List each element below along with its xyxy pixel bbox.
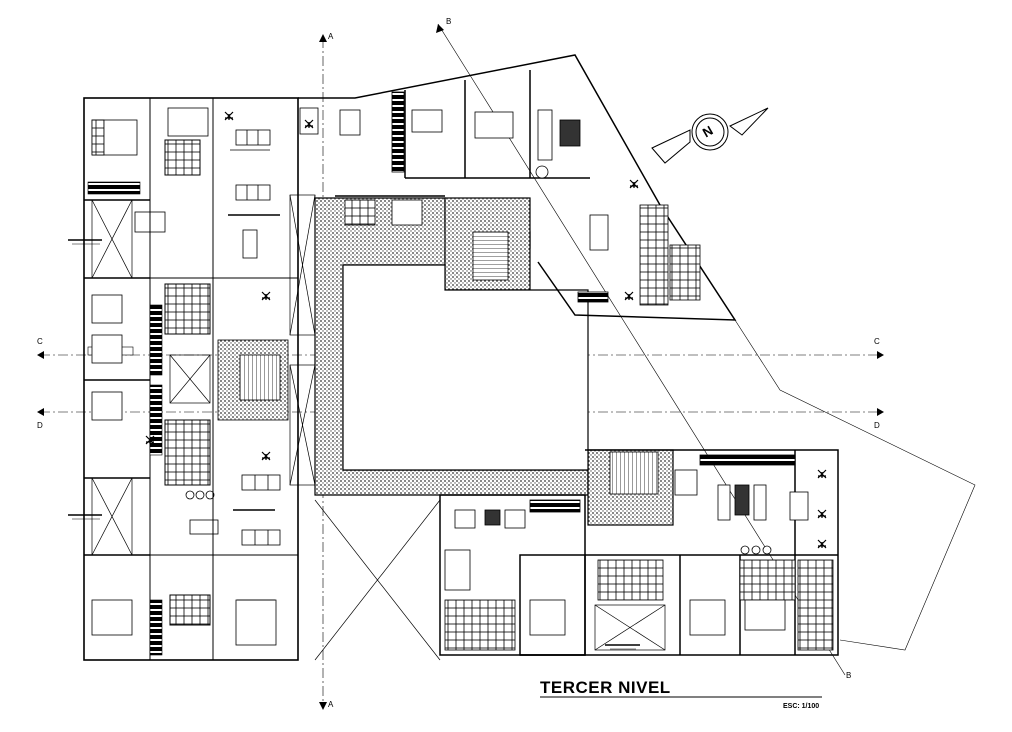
section-marker-b-bottom: B bbox=[846, 671, 852, 680]
stairs-corridor bbox=[472, 231, 659, 495]
tiled-rooms-left bbox=[164, 139, 211, 626]
beds-left bbox=[91, 107, 277, 646]
section-marker-d-right: D bbox=[874, 421, 880, 430]
section-marker-a-bottom: A bbox=[328, 700, 334, 709]
plant-icon bbox=[145, 111, 827, 549]
north-arrow-icon bbox=[651, 107, 769, 164]
right-wing-rooms bbox=[444, 454, 834, 651]
drawing-title: TERCER NIVEL bbox=[540, 678, 671, 697]
courtyard bbox=[342, 264, 589, 471]
furniture-left bbox=[134, 129, 281, 546]
drawing-scale: ESC: 1/100 bbox=[783, 703, 820, 710]
section-arrow-icons bbox=[37, 24, 884, 710]
left-wing bbox=[83, 97, 299, 661]
section-marker-d-left: D bbox=[37, 421, 43, 430]
section-marker-c-right: C bbox=[874, 337, 880, 346]
stair-icon bbox=[217, 339, 289, 421]
right-wing bbox=[439, 449, 839, 656]
top-wing-rooms bbox=[299, 91, 701, 306]
section-marker-a-top: A bbox=[328, 32, 334, 41]
light-wells-left bbox=[91, 194, 316, 556]
section-marker-c-left: C bbox=[37, 337, 43, 346]
annotation-marks bbox=[68, 149, 640, 650]
light-well-bottom bbox=[314, 499, 666, 661]
section-marker-b-top: B bbox=[446, 17, 452, 26]
